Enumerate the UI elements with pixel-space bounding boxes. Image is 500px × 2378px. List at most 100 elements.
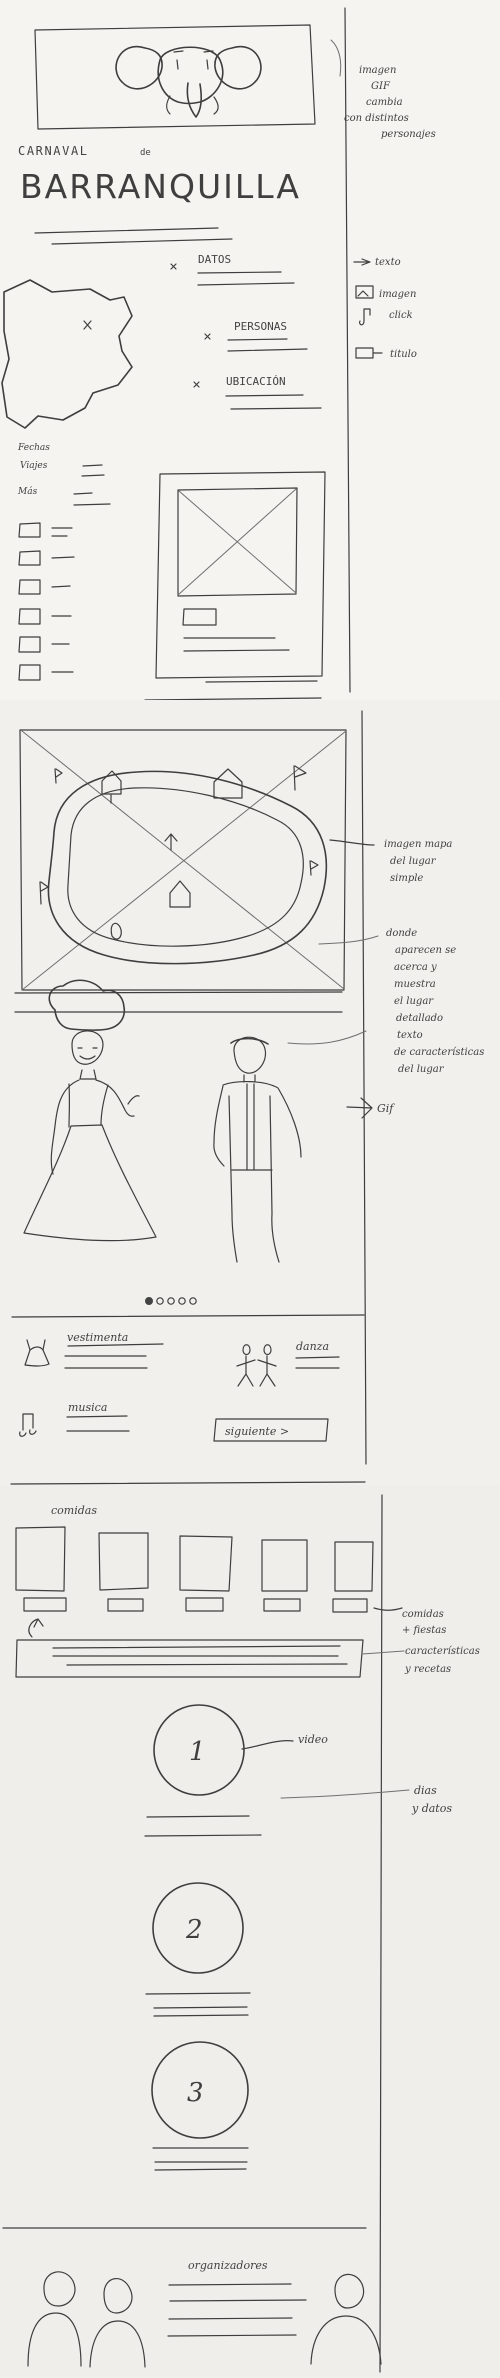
title-barranquilla: BARRANQUILLA — [20, 167, 301, 206]
feature-vestimenta: vestimenta — [24, 1331, 164, 1369]
food-annotation-arrow — [373, 1607, 403, 1611]
food-cards — [15, 1526, 374, 1613]
header-lines — [34, 227, 233, 245]
recipe-box — [15, 1639, 364, 1678]
detail-line-2: aparecen se — [395, 945, 456, 956]
food-annotation-1: comidas — [402, 1609, 444, 1620]
food-pointer — [28, 1618, 44, 1638]
recipe-annotation-2: y recetas — [404, 1664, 451, 1675]
annotation-arrow-1 — [330, 39, 342, 77]
paper-section-3 — [0, 1485, 500, 2378]
map-outline — [1, 279, 133, 429]
legend-panel: texto imagen click titulo — [353, 257, 417, 360]
hero-frame — [34, 24, 316, 130]
recipe-annotation-1: características — [405, 1646, 480, 1657]
dates-title-2: Viajes — [20, 461, 48, 471]
hero-annotation-3: cambia — [366, 97, 403, 108]
detail-arrow — [318, 935, 379, 945]
map-markers — [39, 765, 319, 940]
info-ubicacion: UBICACIÓN — [226, 375, 286, 388]
detail-card — [155, 471, 326, 683]
step-1-lines — [144, 1815, 262, 1837]
info-personas: PERSONAS — [234, 320, 287, 333]
title-carnaval: CARNAVAL — [18, 144, 89, 158]
section-3: comidas comidas + fiestas característica… — [0, 1485, 500, 2378]
organizer-avatars-left — [27, 2271, 146, 2368]
hero-annotation-4: con distintos — [344, 113, 409, 124]
detail-line-3: acerca y — [394, 962, 437, 973]
festival-map-frame — [19, 729, 347, 991]
section-1: imagen GIF cambia con distintos personaj… — [0, 0, 500, 701]
step-2-lines — [145, 1992, 251, 2017]
step-3-lines — [152, 2147, 249, 2171]
footer-lines — [167, 2283, 307, 2337]
feature-musica: musica — [19, 1401, 130, 1437]
feature-musica-label: musica — [68, 1401, 107, 1414]
organizer-avatar-right — [310, 2273, 382, 2365]
hero-annotation-5: personajes — [381, 129, 436, 140]
next-button-label[interactable]: siguiente > — [225, 1425, 289, 1438]
info-panel: DATOS PERSONAS UBICACIÓN — [170, 253, 322, 410]
map-annotation-1: imagen mapa — [384, 839, 452, 850]
dates-block: Fechas Viajes Más — [17, 443, 111, 681]
step-number-2: 2 — [185, 1915, 203, 1945]
feature-vestimenta-label: vestimenta — [67, 1331, 128, 1344]
map-annotation-arrow — [329, 839, 375, 846]
detail-line-5: el lugar — [394, 996, 434, 1007]
footer-title: organizadores — [188, 2259, 268, 2272]
map-annotation-3: simple — [390, 873, 423, 884]
recipe-lines — [52, 1645, 348, 1666]
legend-titulo: titulo — [390, 349, 417, 360]
map-annotation-2: del lugar — [390, 856, 437, 867]
detail-line-1: donde — [386, 928, 417, 939]
days-label-2: y datos — [411, 1802, 452, 1815]
right-divider-2 — [361, 710, 367, 1465]
gif-arrow — [346, 1097, 373, 1119]
dates-title-1: Fechas — [17, 443, 50, 453]
days-arrow — [280, 1789, 410, 1799]
detail-line-4: muestra — [394, 979, 436, 990]
dates-title-3: Más — [17, 486, 38, 497]
map-blob-outer — [47, 770, 328, 965]
carousel-line — [11, 1314, 365, 1318]
feature-danza-label: danza — [296, 1340, 329, 1353]
detail-line-6: detallado — [396, 1013, 443, 1024]
dancer-woman — [23, 979, 157, 1242]
elephant-icon — [115, 45, 262, 118]
carousel-dots — [145, 1297, 197, 1305]
food-title: comidas — [51, 1504, 97, 1517]
character-detail-arrow — [287, 1030, 367, 1045]
dancer-man — [213, 1036, 302, 1263]
section-2: imagen mapa del lugar simple donde apare… — [0, 700, 500, 1485]
video-arrow — [241, 1740, 294, 1750]
right-divider-3 — [379, 1494, 383, 2373]
video-step-2: 2 — [145, 1882, 251, 2017]
food-annotation-2: + fiestas — [402, 1625, 446, 1636]
info-datos: DATOS — [198, 253, 231, 266]
section-2-bottom-line — [10, 1481, 366, 1485]
legend-click: click — [389, 310, 413, 321]
detail-line-7: texto — [397, 1030, 423, 1041]
title-de: de — [140, 148, 151, 158]
festival-map-cross — [21, 730, 347, 991]
section-1-bottom-line — [144, 697, 322, 701]
legend-texto: texto — [375, 257, 401, 268]
gif-label: Gif — [377, 1102, 395, 1115]
days-label-1: dias — [414, 1784, 437, 1797]
map-blob-inner — [67, 787, 304, 947]
video-step-1: 1 video — [144, 1704, 328, 1837]
video-step-3: 3 — [151, 2041, 249, 2171]
video-label: video — [298, 1733, 328, 1746]
hero-annotation-1: imagen — [359, 65, 396, 76]
next-button[interactable]: siguiente > — [213, 1418, 329, 1442]
paper-section-2 — [0, 700, 500, 1485]
hero-annotation-2: GIF — [371, 81, 391, 92]
detail-line-9: del lugar — [398, 1064, 445, 1075]
step-number-3: 3 — [187, 2078, 204, 2108]
map-caption-lines — [14, 991, 343, 1013]
step-number-1: 1 — [189, 1737, 206, 1767]
recipe-arrow — [361, 1650, 405, 1655]
feature-danza: danza — [236, 1340, 340, 1387]
detail-line-8: de características — [394, 1047, 484, 1058]
